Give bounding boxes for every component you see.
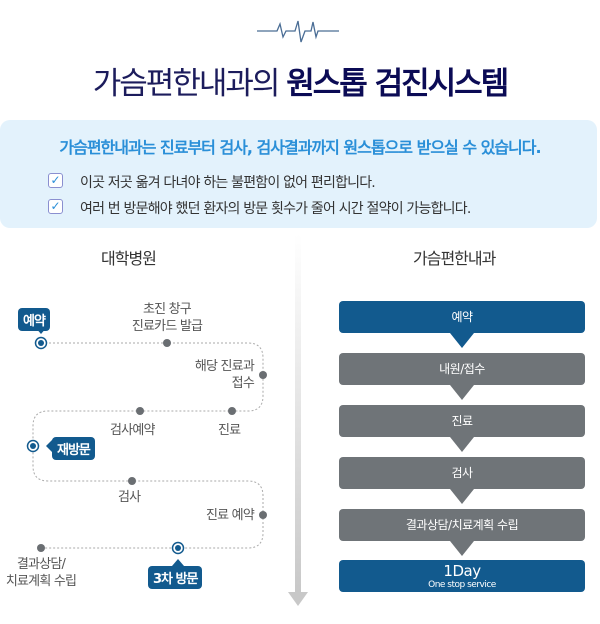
step-box: 예약 — [339, 301, 585, 333]
final-sub: One stop service — [428, 580, 496, 590]
hospital-path — [26, 327, 267, 566]
check-icon: ✓ — [48, 199, 63, 214]
final-box: 1Day One stop service — [339, 560, 585, 592]
step-box: 검사 — [339, 457, 585, 489]
step-label: 진료 예약 — [206, 508, 255, 523]
divider-arrow — [288, 234, 308, 606]
info-lead: 가슴편한내과는 진료부터 검사, 검사결과까지 원스톱으로 받으실 수 있습니다… — [59, 138, 541, 157]
step-box: 진료 — [339, 405, 585, 437]
arrow-down-icon — [450, 489, 474, 504]
tag-revisit: 재방문 — [52, 437, 95, 460]
step-box: 결과상담/치료계획 수립 — [339, 509, 585, 541]
arrow-down-icon — [450, 385, 474, 400]
step-label: 검사 — [118, 490, 141, 505]
step-label: 결과상담/치료계획 수립 — [5, 557, 77, 589]
info-item: 이곳 저곳 옮겨 다녀야 하는 불편함이 없어 편리합니다. — [80, 175, 376, 191]
arrow-down-icon — [450, 437, 474, 452]
tag-reservation: 예약 — [18, 308, 50, 331]
step-box: 내원/접수 — [339, 353, 585, 385]
step-label: 검사예약 — [110, 423, 155, 438]
tag-third-visit: 3차 방문 — [148, 566, 203, 589]
page-title: 가슴편한내과의 원스톱 검진시스템 — [92, 66, 509, 102]
arrow-down-icon — [450, 541, 474, 556]
right-heading: 가슴편한내과 — [413, 249, 496, 268]
step-label: 진료 — [218, 423, 241, 438]
arrow-down-icon — [450, 333, 474, 348]
left-heading: 대학병원 — [101, 249, 157, 268]
check-icon: ✓ — [48, 173, 63, 188]
final-title: 1Day — [443, 562, 481, 580]
heartbeat-icon — [257, 20, 339, 43]
info-panel — [0, 120, 597, 228]
info-item: 여러 번 방문해야 했던 환자의 방문 횟수가 줄어 시간 절약이 가능합니다. — [80, 201, 471, 217]
